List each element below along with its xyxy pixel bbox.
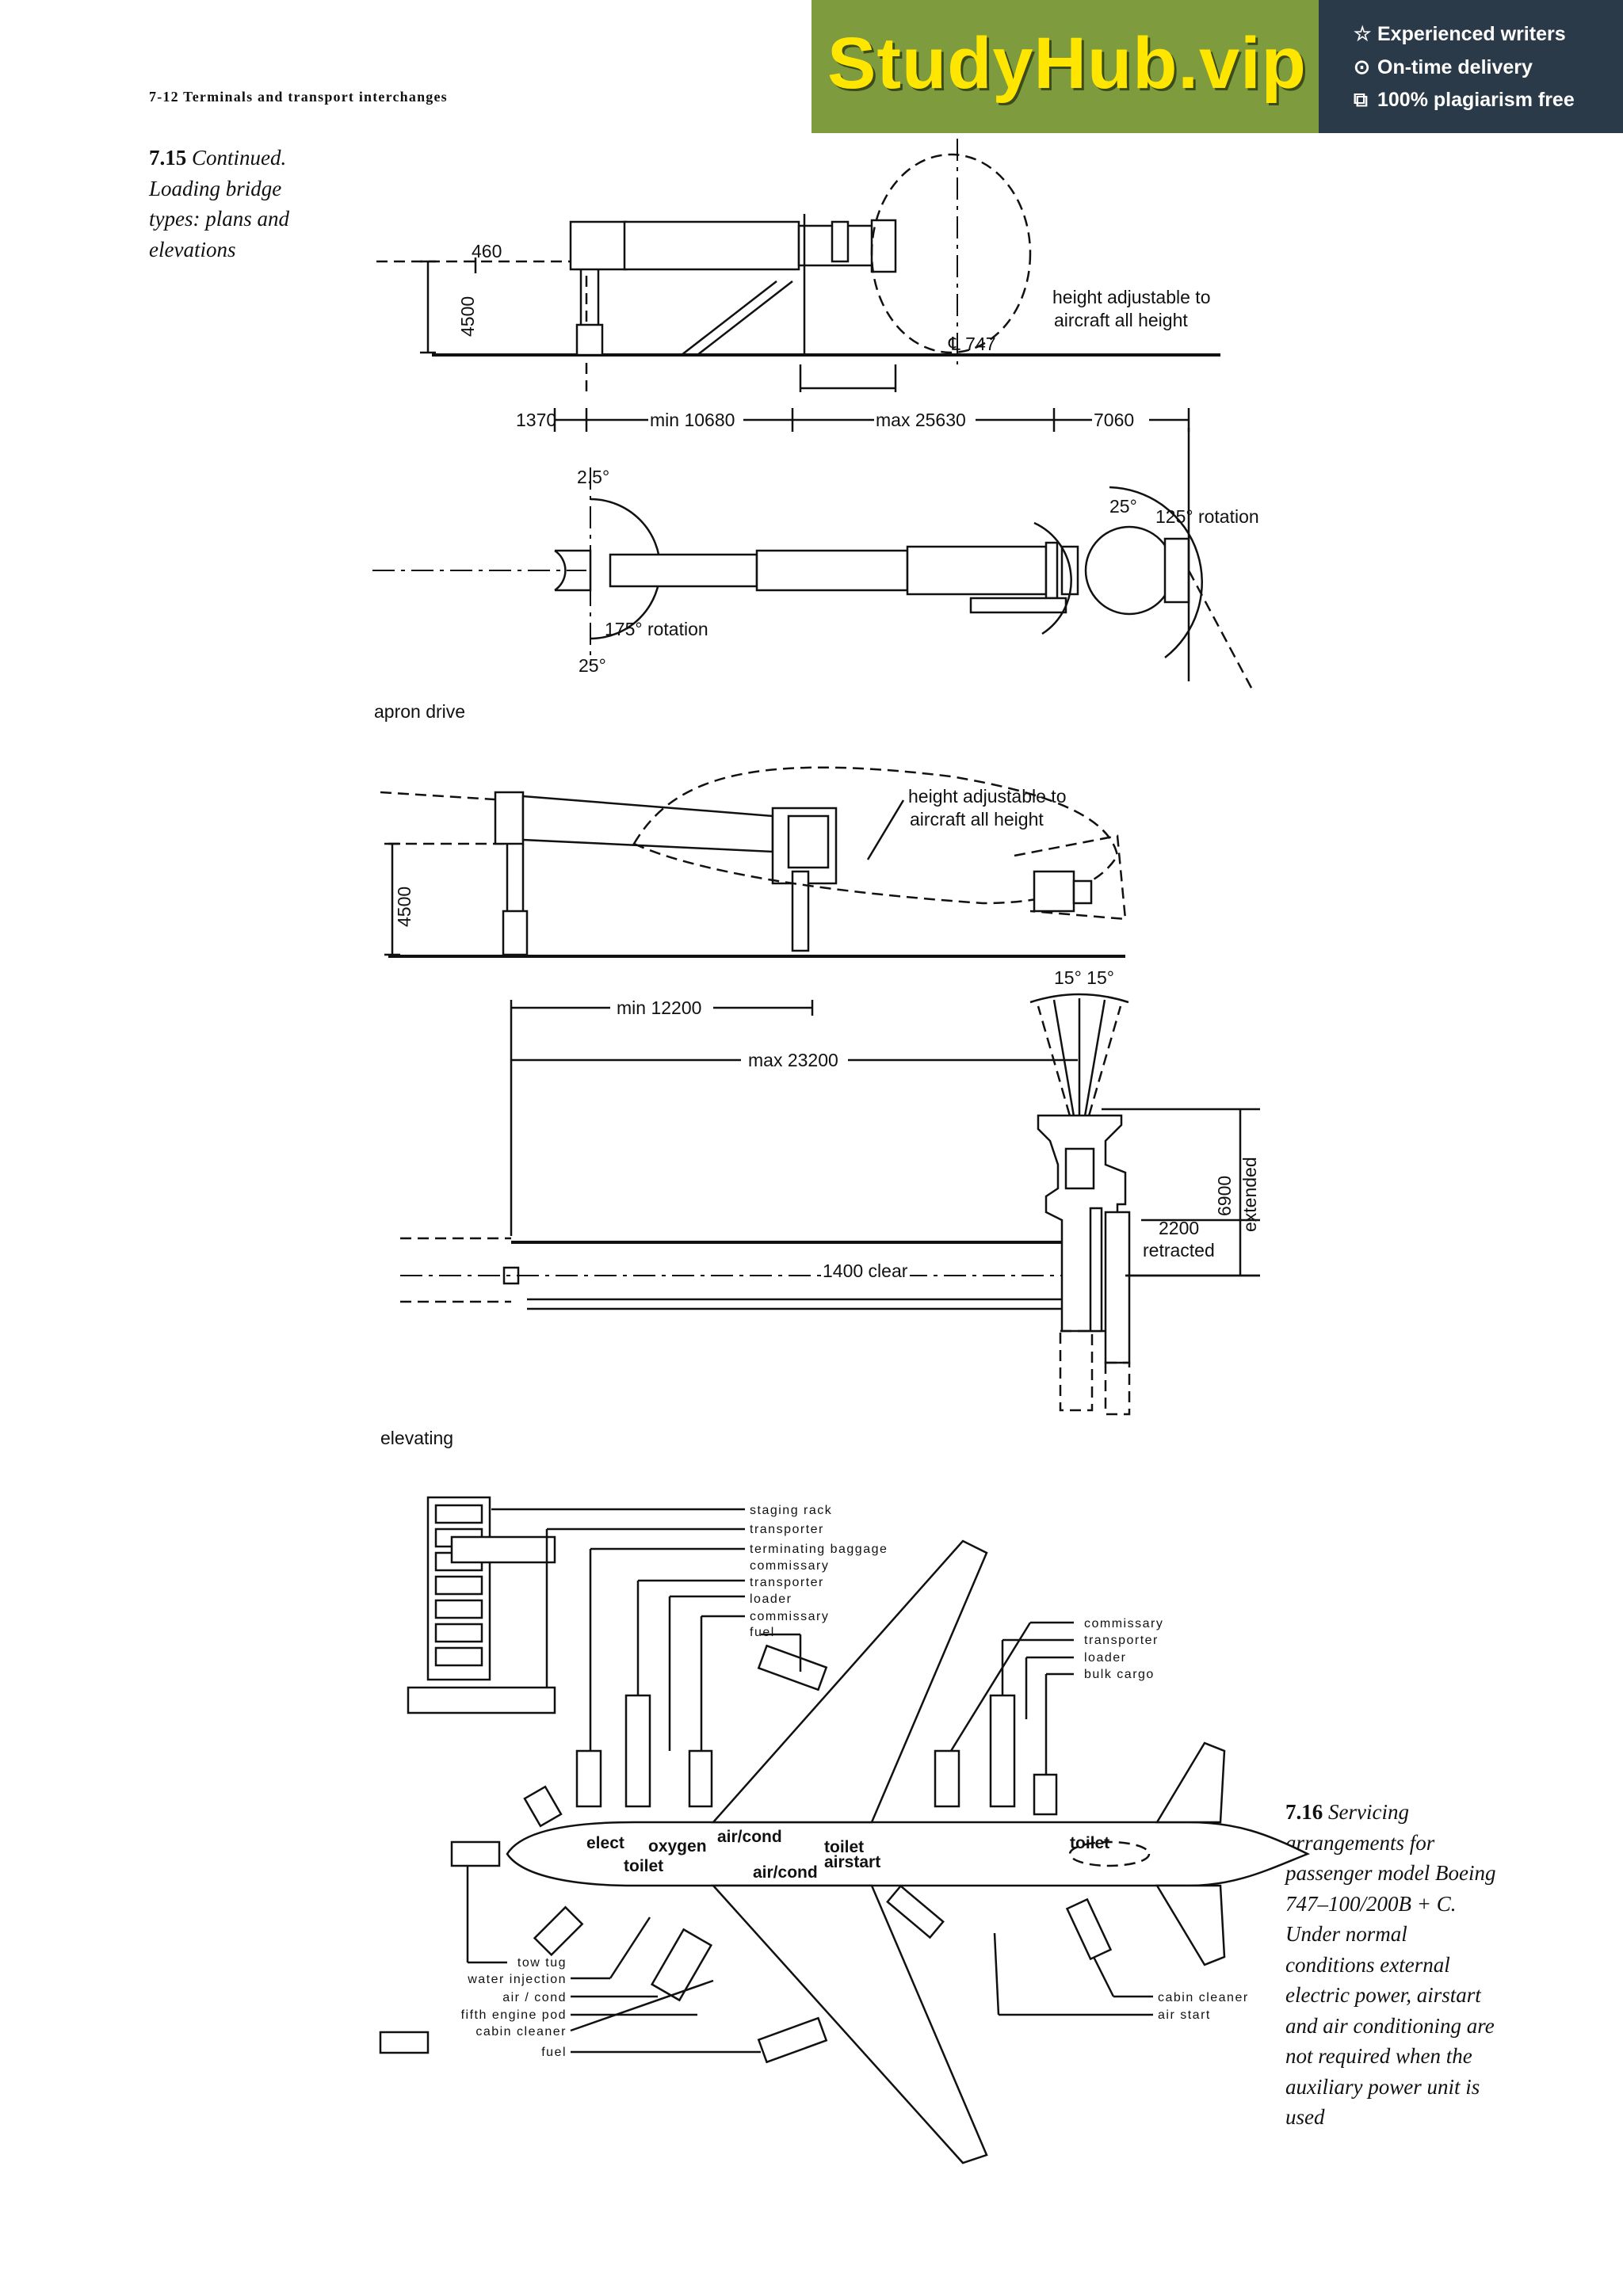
label-water-injection: water injection bbox=[467, 1973, 567, 1986]
label-toilet-2: toilet bbox=[824, 1838, 864, 1856]
servicing-labels-top-left: staging rack transporter terminating bag… bbox=[750, 1504, 888, 1639]
height-note-2: aircraft all height bbox=[910, 809, 1044, 830]
brand-logo[interactable]: StudyHub.vip bbox=[827, 23, 1307, 104]
figure-number: 7.15 bbox=[149, 146, 187, 170]
rotation-125: 125° rotation bbox=[1155, 506, 1259, 527]
apron-drive-elevation: 460 4500 height adjustable to aircraft a… bbox=[376, 139, 1220, 396]
servicing-labels-bottom-left: tow tug water injection air / cond fifth… bbox=[461, 1956, 567, 2059]
servicing-diagram bbox=[379, 1496, 1311, 2164]
dim-6900: 6900 bbox=[1214, 1176, 1235, 1216]
caption-text: Continued. Loading bridge types: plans a… bbox=[149, 146, 289, 261]
figure-number: 7.16 bbox=[1285, 1800, 1323, 1824]
dim-4500: 4500 bbox=[394, 887, 414, 927]
star-icon: ☆ bbox=[1354, 23, 1372, 45]
label-fifth-engine-pod: fifth engine pod bbox=[461, 2008, 567, 2022]
label-retracted: retracted bbox=[1143, 1240, 1215, 1261]
dim-7060: 7060 bbox=[1094, 410, 1134, 430]
servicing-labels-bottom-right: cabin cleaner air start bbox=[1158, 1991, 1249, 2022]
label-cabin-cleaner: cabin cleaner bbox=[1158, 1991, 1249, 2004]
perk-plagiarism-free: ⧉100% plagiarism free bbox=[1354, 89, 1575, 111]
label-tow-tug: tow tug bbox=[517, 1956, 567, 1970]
dim-2200: 2200 bbox=[1159, 1218, 1199, 1238]
ad-banner[interactable]: StudyHub.vip ☆Experienced writers ⊙On-ti… bbox=[812, 0, 1623, 133]
in-plane-labels: elect oxygen air/cond toilet toilet airs… bbox=[586, 1828, 1109, 1882]
label-air-cond-1: air/cond bbox=[717, 1828, 782, 1846]
figure-7-15-caption: 7.15 Continued. Loading bridge types: pl… bbox=[149, 143, 331, 265]
apron-drive-plan: 1370 min 10680 max 25630 7060 2.5° 25° 1… bbox=[372, 408, 1259, 690]
label-terminating-baggage: terminating baggage bbox=[750, 1543, 888, 1556]
dim-max-23200: max 23200 bbox=[748, 1050, 838, 1070]
label-toilet-1: toilet bbox=[624, 1857, 663, 1875]
elevating-plan: min 12200 max 23200 15° 15° 1400 clear 6… bbox=[400, 967, 1260, 1416]
dim-min: min 10680 bbox=[650, 410, 735, 430]
elevating-elevation: 4500 height adjustable to aircraft all h… bbox=[380, 766, 1127, 958]
label-air-start: air start bbox=[1158, 2008, 1211, 2022]
section-elevating: elevating bbox=[380, 1428, 453, 1448]
label-elect: elect bbox=[586, 1834, 624, 1852]
dim-min-12200: min 12200 bbox=[617, 997, 701, 1018]
banner-green-panel bbox=[812, 0, 1319, 133]
height-note-1: height adjustable to bbox=[908, 786, 1067, 807]
height-note-1: height adjustable to bbox=[1052, 287, 1211, 307]
angle-2-5: 2.5° bbox=[577, 467, 609, 487]
label-staging-rack: staging rack bbox=[750, 1504, 832, 1517]
caption-text: Servicing arrangements for passenger mod… bbox=[1285, 1800, 1496, 2129]
clear-1400: 1400 clear bbox=[823, 1261, 908, 1281]
label-commissary: commissary bbox=[1084, 1617, 1163, 1630]
section-apron-drive: apron drive bbox=[374, 701, 465, 722]
dim-1370: 1370 bbox=[516, 410, 556, 430]
label-toilet-3: toilet bbox=[1070, 1834, 1109, 1852]
label-transporter: transporter bbox=[1084, 1634, 1159, 1647]
perk-on-time-delivery: ⊙On-time delivery bbox=[1354, 56, 1533, 78]
swing-angles: 15° 15° bbox=[1054, 967, 1114, 988]
label-transporter: transporter bbox=[750, 1523, 824, 1536]
centreline-747: ℄ 747 bbox=[948, 334, 996, 354]
label-fuel: fuel bbox=[750, 1626, 775, 1639]
angle-25-top: 25° bbox=[1109, 496, 1137, 517]
label-air-cond-2: air/cond bbox=[753, 1863, 818, 1882]
dim-4500: 4500 bbox=[457, 296, 478, 337]
label-bulk-cargo: bulk cargo bbox=[1084, 1668, 1155, 1681]
figure-7-16-caption: 7.16 Servicing arrangements for passenge… bbox=[1285, 1797, 1499, 2133]
clock-icon: ⊙ bbox=[1354, 56, 1370, 78]
label-commissary: commissary bbox=[750, 1559, 829, 1573]
perk-experienced-writers: ☆Experienced writers bbox=[1354, 23, 1566, 45]
label-loader: loader bbox=[1084, 1651, 1126, 1665]
label-transporter-2: transporter bbox=[750, 1576, 824, 1589]
label-loader: loader bbox=[750, 1592, 792, 1606]
height-note-2: aircraft all height bbox=[1054, 310, 1188, 330]
label-cabin-cleaner: cabin cleaner bbox=[475, 2025, 567, 2039]
servicing-labels-top-right: commissary transporter loader bulk cargo bbox=[1084, 1617, 1163, 1681]
angle-25-bottom: 25° bbox=[579, 655, 606, 676]
label-extended: extended bbox=[1239, 1157, 1260, 1232]
running-head: 7-12 Terminals and transport interchange… bbox=[149, 89, 448, 105]
label-commissary-2: commissary bbox=[750, 1610, 829, 1623]
dim-460: 460 bbox=[472, 241, 502, 261]
banner-dark-panel bbox=[1319, 0, 1623, 133]
copy-icon: ⧉ bbox=[1354, 89, 1368, 111]
label-air-cond: air / cond bbox=[502, 1991, 567, 2004]
rotation-175: 175° rotation bbox=[605, 619, 708, 639]
label-fuel: fuel bbox=[541, 2046, 567, 2059]
dim-max: max 25630 bbox=[876, 410, 966, 430]
label-airstart: airstart bbox=[824, 1853, 880, 1871]
label-oxygen: oxygen bbox=[648, 1837, 707, 1855]
